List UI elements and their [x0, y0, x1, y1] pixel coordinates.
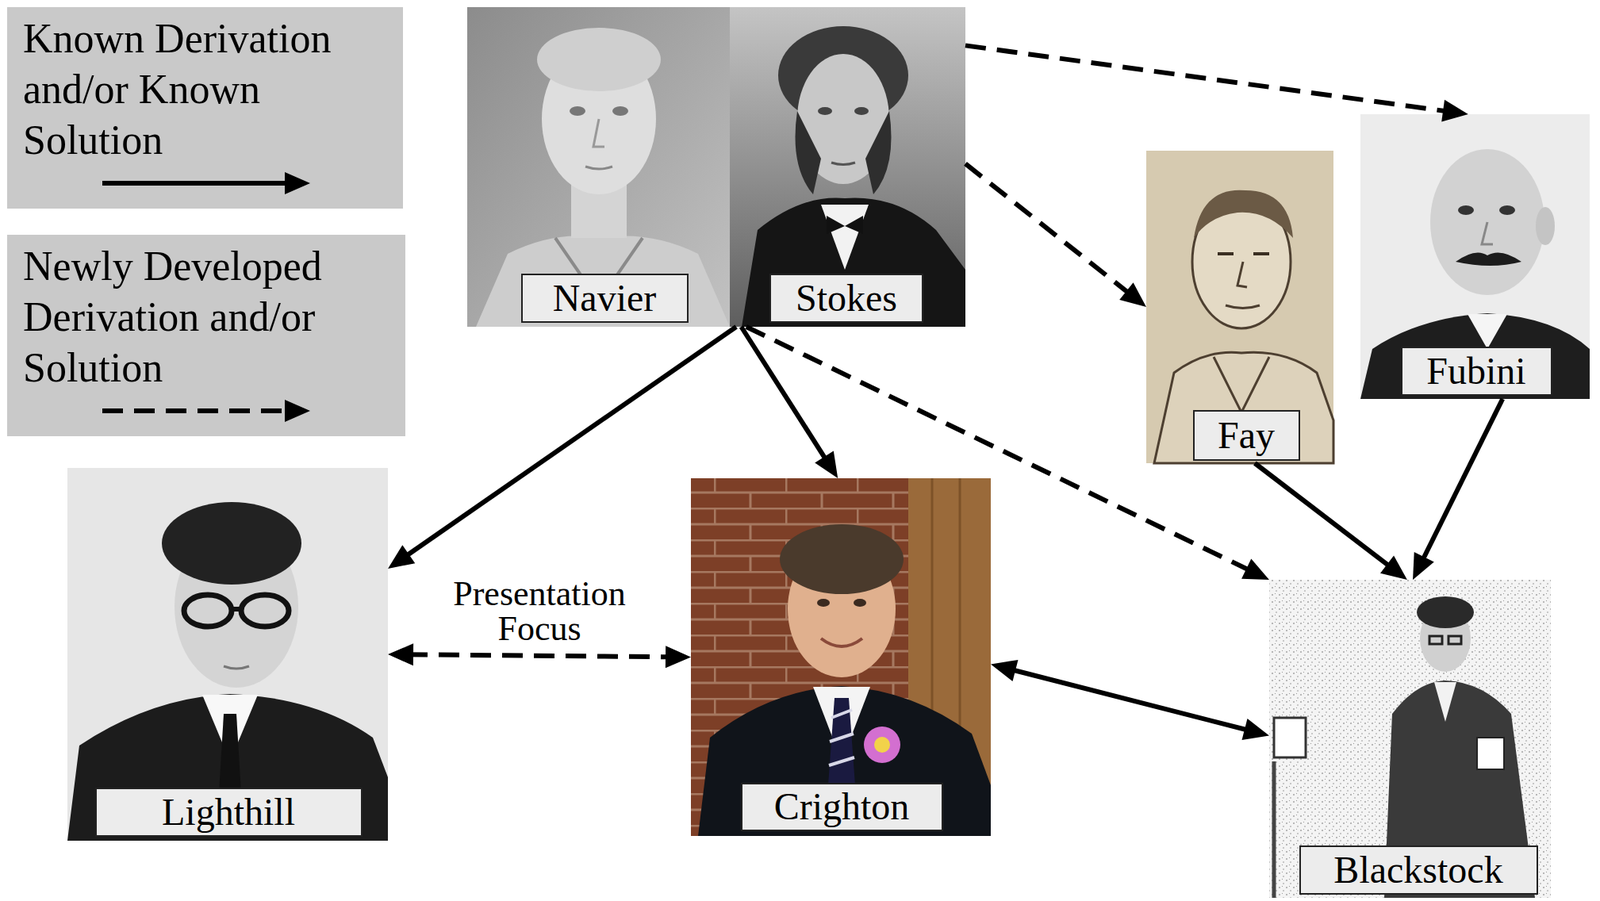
arrowhead — [387, 544, 415, 569]
name-plate: Fubini — [1400, 346, 1553, 396]
solid-connector — [990, 659, 1270, 741]
portrait-frame: Blackstock — [1269, 579, 1551, 898]
legend-text: Known Derivation and/or Known Solution — [23, 13, 373, 166]
name-plate: Crighton — [740, 782, 944, 832]
name-plate: Lighthill — [95, 787, 363, 837]
arrowhead — [387, 643, 414, 666]
connector-line — [403, 326, 737, 558]
portrait-frame: Fay — [1146, 150, 1334, 464]
arrowhead — [814, 450, 838, 479]
dashed-connector — [965, 163, 1147, 307]
person-name: Fubini — [1426, 352, 1526, 391]
edge-label: Presentation Focus — [415, 575, 664, 649]
legend-sample — [23, 165, 341, 201]
connector-line — [406, 654, 672, 657]
navier-portrait — [467, 7, 730, 327]
blackstock-portrait — [1269, 579, 1551, 898]
connector-line — [965, 163, 1132, 296]
arrowhead — [1241, 558, 1270, 580]
arrowhead — [990, 659, 1018, 682]
portrait-frame: Fubini — [1360, 114, 1590, 400]
legend-line — [102, 408, 292, 414]
connector-line — [1009, 668, 1251, 731]
portrait-frame: Lighthill — [67, 468, 388, 841]
connector-line — [1421, 399, 1503, 564]
portrait-frame: Crighton — [690, 478, 991, 837]
crighton-portrait — [690, 478, 991, 837]
legend-item: Newly Developed Derivation and/or Soluti… — [7, 234, 406, 437]
name-plate: Stokes — [769, 273, 924, 323]
fubini-portrait — [1360, 114, 1590, 400]
dashed-connector — [746, 326, 1270, 580]
name-plate: Blackstock — [1299, 845, 1539, 895]
arrowhead — [1412, 552, 1435, 580]
connector-line — [965, 45, 1450, 112]
legend-item: Known Derivation and/or Known Solution — [7, 7, 403, 209]
arrowhead — [665, 645, 691, 668]
solid-connector — [387, 326, 737, 569]
person-name: Fay — [1217, 416, 1275, 455]
person-name: Blackstock — [1333, 851, 1503, 890]
legend-arrowhead — [284, 399, 311, 423]
name-plate: Fay — [1193, 410, 1301, 461]
arrowhead — [1441, 99, 1469, 123]
person-name: Crighton — [774, 787, 910, 826]
solid-connector — [1412, 399, 1503, 580]
lighthill-portrait — [67, 468, 388, 841]
portrait-frame: Navier Stokes — [467, 7, 966, 327]
name-plate: Navier — [521, 273, 689, 323]
legend-sample — [23, 393, 341, 429]
connector-line — [1254, 463, 1393, 568]
arrowhead — [1119, 282, 1147, 307]
stokes-portrait — [729, 7, 966, 327]
person-name: Navier — [552, 279, 657, 318]
legend-text: Newly Developed Derivation and/or Soluti… — [23, 241, 373, 394]
dashed-connector — [965, 45, 1469, 122]
connector-line — [746, 326, 1253, 572]
person-name: Stokes — [795, 279, 898, 318]
legend-line — [102, 180, 292, 186]
person-name: Lighthill — [161, 793, 296, 832]
solid-connector — [1254, 463, 1408, 580]
legend-arrowhead — [284, 172, 311, 195]
arrowhead — [1380, 555, 1408, 580]
fay-portrait — [1146, 150, 1334, 464]
arrowhead — [1242, 718, 1270, 741]
